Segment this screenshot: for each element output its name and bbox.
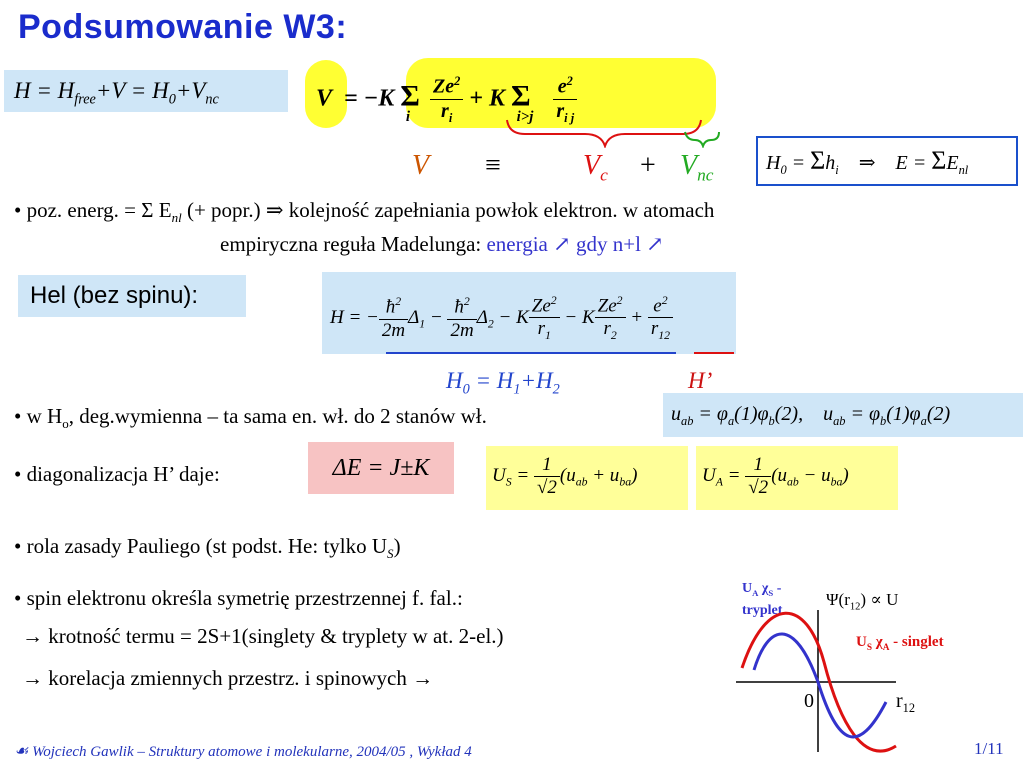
footer-logo-icon: ☙ bbox=[14, 743, 29, 760]
multiplicity-line: → krotność termu = 2S+1(singlety & trypl… bbox=[22, 624, 504, 648]
bullet-pauli: • rola zasady Pauliego (st podst. He: ty… bbox=[14, 534, 401, 562]
v-symbol: V bbox=[412, 150, 430, 181]
bullet-energy: • poz. energ. = Σ Enl (+ popr.) ⇒ kolejn… bbox=[14, 198, 715, 226]
hamiltonian-text: H = Hfree+V = H0+Vnc bbox=[14, 78, 219, 108]
helium-label: Hel (bez spinu): bbox=[18, 275, 246, 317]
bullet-diagonalization: • diagonalizacja H’ daje: bbox=[14, 462, 220, 486]
h-prime-label: H’ bbox=[688, 368, 713, 393]
triplet-curve bbox=[752, 632, 888, 739]
vnc-symbol: Vnc bbox=[680, 150, 714, 185]
vc-symbol: Vc bbox=[583, 150, 608, 185]
hamiltonian-box: H = Hfree+V = H0+Vnc bbox=[4, 70, 288, 112]
uab-definitions: uab = φa(1)φb(2), uab = φb(1)φa(2) bbox=[663, 393, 1023, 437]
triplet-label: UA χS -tryplet bbox=[742, 581, 783, 618]
h0-sum-box: H0 = Σhi ⇒ E = ΣEnl bbox=[756, 136, 1018, 186]
origin-label: 0 bbox=[804, 690, 814, 712]
wavefunction-graph bbox=[736, 610, 897, 753]
v-highlight-right bbox=[406, 58, 716, 128]
bullet-exchange-degeneracy: • w Ho, deg.wymienna – ta sama en. wł. d… bbox=[14, 404, 487, 432]
v-highlight-left bbox=[305, 60, 347, 128]
axis-label: r12 bbox=[896, 690, 916, 715]
plus-symbol: + bbox=[640, 150, 656, 181]
us-formula: US = 1√2(uab + uba) bbox=[486, 446, 688, 510]
singlet-curve bbox=[740, 611, 897, 753]
bullet-spin-symmetry: • spin elektronu określa symetrię przest… bbox=[14, 586, 463, 610]
bullet-energy-line2: empiryczna reguła Madelunga: energia ↗ g… bbox=[220, 232, 664, 256]
psi-label: Ψ(r12) ∝ U bbox=[826, 590, 899, 613]
ua-formula: UA = 1√2(uab − uba) bbox=[696, 446, 898, 510]
correlation-line: → korelacja zmiennych przestrz. i spinow… bbox=[22, 666, 434, 690]
h0-decomposition: H0 = H1+H2 bbox=[446, 368, 560, 398]
singlet-label: US χA - singlet bbox=[856, 634, 944, 653]
page-number: 1/11 bbox=[974, 739, 1004, 758]
brace-annotations bbox=[506, 119, 720, 148]
equiv-symbol: ≡ bbox=[485, 150, 501, 181]
footer: ☙ Wojciech Gawlik – Struktury atomowe i … bbox=[14, 743, 472, 760]
page-title: Podsumowanie W3: bbox=[18, 8, 348, 46]
delta-e-box: ΔE = J±K bbox=[308, 442, 454, 494]
